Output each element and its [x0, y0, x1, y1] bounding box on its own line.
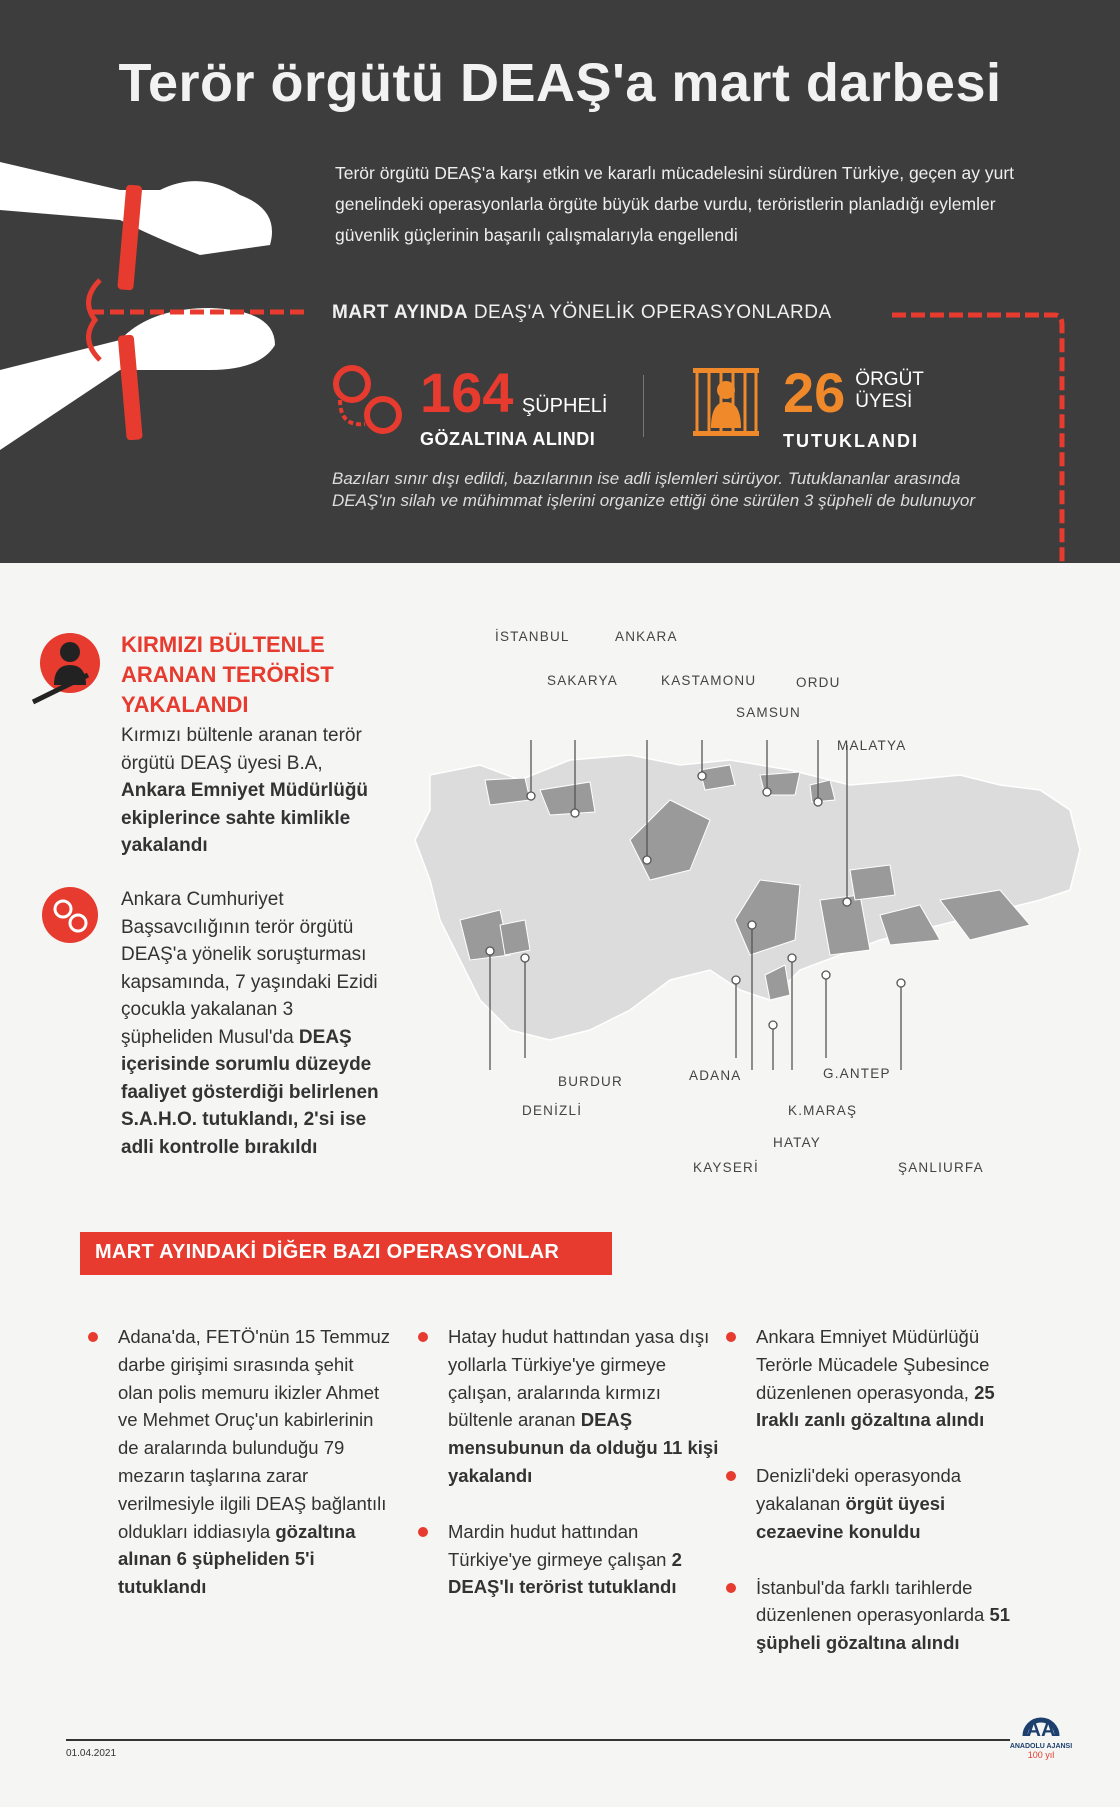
operation-text: Hatay hudut hattından yasa dışı yollarla… [448, 1326, 710, 1431]
operation-item: Hatay hudut hattından yasa dışı yollarla… [418, 1323, 723, 1490]
red-bulletin-text: Kırmızı bültenle aranan terör örgütü DEA… [121, 722, 371, 860]
svg-text:AA: AA [1027, 1719, 1056, 1738]
red-bulletin-title-line: KIRMIZI BÜLTENLE [121, 632, 325, 657]
map-label-kmaras: K.MARAŞ [788, 1103, 858, 1118]
arrested-count: 26 [783, 361, 846, 424]
map-label-sanliurfa: ŞANLIURFA [898, 1160, 984, 1175]
arrested-caption: TUTUKLANDI [783, 431, 919, 451]
operations-heading-bold: MART AYINDA [332, 302, 469, 323]
detained-caption: GÖZALTINA ALINDI [420, 429, 596, 449]
logo-anniversary: 100 yıl [1027, 1750, 1055, 1760]
bullet-icon [726, 1471, 736, 1482]
operation-text-bold: 25 Iraklı zanlı gözaltına alındı [756, 1381, 995, 1431]
operation-text-bold: gözaltına alınan 6 şüpheliden 5'i tutukl… [118, 1520, 356, 1598]
map-label-samsun: SAMSUN [736, 705, 801, 720]
operation-text-bold: 51 şüpheli gözaltına alındı [756, 1604, 1011, 1654]
red-bulletin-text-bold: Ankara Emniyet Müdürlüğü ekiplerince sah… [121, 780, 369, 856]
operations-column-1: Adana'da, FETÖ'nün 15 Temmuz darbe giriş… [88, 1323, 393, 1629]
bullet-icon [418, 1526, 428, 1537]
operation-text: Denizli'deki operasyonda yakalanan [756, 1465, 962, 1514]
handcuffs-circle-icon [42, 887, 98, 943]
operation-item: Mardin hudut hattından Türkiye'ye girmey… [418, 1518, 723, 1601]
operation-text-bold: DEAŞ mensubunun da olduğu 11 kişi yakala… [448, 1409, 719, 1486]
red-bulletin-title: KIRMIZI BÜLTENLE ARANAN TERÖRİST YAKALAN… [121, 630, 334, 720]
map-label-istanbul: İSTANBUL [495, 629, 570, 644]
header-panel: Terör örgütü DEAŞ'a mart darbesi Terör ö… [0, 0, 1120, 563]
page-title: Terör örgütü DEAŞ'a mart darbesi [118, 53, 1002, 113]
note-text: Bazıları sınır dışı edildi, bazılarının … [332, 469, 975, 510]
bullet-icon [88, 1332, 98, 1342]
operation-text: Mardin hudut hattından Türkiye'ye girmey… [448, 1520, 672, 1570]
operations-heading-rest: DEAŞ'A YÖNELİK OPERASYONLARDA [468, 302, 832, 323]
red-bulletin-title-line: YAKALANDI [121, 692, 249, 717]
operation-item: İstanbul'da farklı tarihlerde düzenlenen… [726, 1574, 1021, 1657]
operation-text-bold: 2 DEAŞ'lı terörist tutuklandı [448, 1548, 682, 1598]
operation-text: Ankara Emniyet Müdürlüğü Terörle Mücadel… [756, 1326, 990, 1403]
red-bulletin-text-plain: Kırmızı bültenle aranan terör örgütü DEA… [121, 725, 362, 774]
footer-divider [66, 1739, 1010, 1741]
red-bulletin-title-line: ARANAN TERÖRİST [121, 662, 334, 687]
operations-heading: MART AYINDA DEAŞ'A YÖNELİK OPERASYONLARD… [332, 302, 832, 324]
bullet-icon [726, 1332, 736, 1342]
detained-count: 164 [420, 361, 514, 424]
publish-date: 01.04.2021 [66, 1748, 117, 1759]
stats-divider [643, 375, 644, 437]
operation-text: İstanbul'da farklı tarihlerde düzenlenen… [756, 1576, 990, 1626]
other-operations-banner: MART AYINDAKİ DİĞER BAZI OPERASYONLAR [80, 1232, 612, 1275]
operations-column-2: Hatay hudut hattından yasa dışı yollarla… [418, 1323, 723, 1629]
operation-item: Ankara Emniyet Müdürlüğü Terörle Mücadel… [726, 1323, 1021, 1434]
arrested-unit-1: ÖRGÜT [855, 369, 924, 390]
ankara-case-text-bold: DEAŞ içerisinde sorumlu düzeyde faaliyet… [121, 1026, 379, 1158]
map-label-hatay: HATAY [773, 1135, 822, 1150]
detained-stat: 164 ŞÜPHELİ GÖZALTINA ALINDI [420, 365, 607, 450]
prisoner-behind-bars-icon [693, 368, 759, 436]
turkey-map [414, 740, 1081, 1070]
chain-icon [892, 312, 1065, 563]
detained-unit: ŞÜPHELİ [521, 395, 608, 417]
map-label-kastamonu: KASTAMONU [661, 673, 757, 688]
operation-item: Denizli'deki operasyonda yakalanan örgüt… [726, 1462, 1021, 1545]
intro-paragraph: Terör örgütü DEAŞ'a karşı etkin ve karar… [335, 163, 1015, 245]
operation-text-bold: örgüt üyesi cezaevine konuldu [756, 1492, 946, 1542]
ankara-case-text-plain: Ankara Cumhuriyet Başsavcılığının terör … [121, 889, 378, 1048]
logo-name: ANADOLU AJANSI [1009, 1743, 1073, 1750]
map-label-kayseri: KAYSERİ [693, 1160, 759, 1175]
operations-column-3: Ankara Emniyet Müdürlüğü Terörle Mücadel… [726, 1323, 1021, 1685]
ankara-case-text: Ankara Cumhuriyet Başsavcılığının terör … [121, 886, 386, 1161]
handcuffs-icon [333, 365, 402, 434]
terrorist-icon [31, 633, 100, 705]
map-label-sakarya: SAKARYA [547, 673, 618, 688]
operation-item: Adana'da, FETÖ'nün 15 Temmuz darbe giriş… [88, 1323, 393, 1601]
map-label-ordu: ORDU [796, 675, 841, 690]
bullet-icon [726, 1582, 736, 1593]
map-label-ankara: ANKARA [615, 629, 678, 644]
map-label-malatya: MALATYA [837, 738, 907, 753]
map-label-burdur: BURDUR [558, 1074, 623, 1089]
anadolu-agency-logo: AA ANADOLU AJANSI 100 yıl [1008, 1700, 1074, 1760]
map-label-gantep: G.ANTEP [823, 1066, 891, 1081]
arrested-unit-2: ÜYESİ [855, 391, 913, 412]
arrested-stat: 26 ÖRGÜT ÜYESİ TUTUKLANDI [783, 365, 924, 452]
aa-logo-icon: AA [1022, 1717, 1060, 1741]
operation-text: Adana'da, FETÖ'nün 15 Temmuz darbe giriş… [118, 1326, 391, 1542]
map-label-adana: ADANA [689, 1068, 742, 1083]
handcuffed-hands-illustration [0, 162, 310, 450]
map-label-denizli: DENİZLİ [522, 1103, 583, 1118]
bullet-icon [418, 1332, 428, 1342]
